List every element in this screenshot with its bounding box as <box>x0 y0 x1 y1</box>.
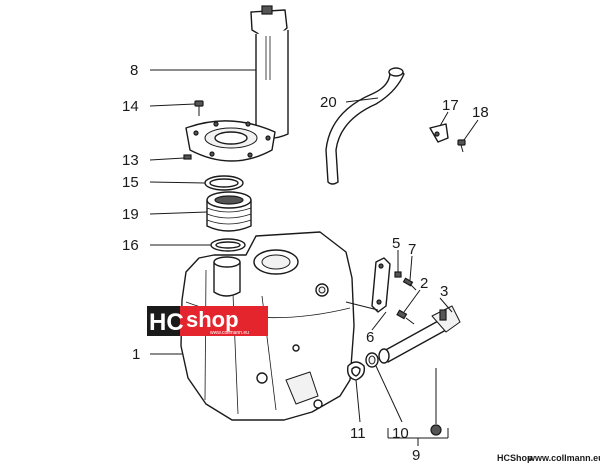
part-3-fuel-tap <box>378 305 461 364</box>
callout-13: 13 <box>122 152 139 169</box>
callout-14: 14 <box>122 98 139 115</box>
part-6-bracket <box>345 257 391 313</box>
callout-10: 10 <box>392 425 409 442</box>
part-flange-ring <box>185 120 276 162</box>
logo-hc-box <box>147 306 180 336</box>
part-18-screw <box>457 139 466 153</box>
callout-2: 2 <box>420 275 428 292</box>
callout-15: 15 <box>122 174 139 191</box>
callout-20: 20 <box>320 94 337 111</box>
logo-sub-text: www.collmann.eu <box>210 330 249 336</box>
footer-brand: HCShop www.collmann.eu <box>497 453 600 463</box>
part-16-clamp <box>210 238 246 252</box>
part-20-breather-hose <box>325 67 405 185</box>
part-9-filter <box>430 424 442 436</box>
part-13-nut <box>183 154 192 160</box>
part-2-screw <box>396 309 415 325</box>
logo-shop-box <box>180 306 268 336</box>
footer-url: www.collmann.eu <box>527 453 600 463</box>
callout-3: 3 <box>440 283 448 300</box>
callout-1: 1 <box>132 346 140 363</box>
part-5-screw <box>394 271 402 278</box>
part-14-screw <box>194 100 204 116</box>
callout-18: 18 <box>472 104 489 121</box>
part-19-filler-hose <box>206 191 252 232</box>
part-11-clip <box>346 361 366 381</box>
callout-6: 6 <box>366 329 374 346</box>
part-7-washer <box>402 277 417 291</box>
callout-5: 5 <box>392 235 400 252</box>
hcshop-logo: HC shop www.collmann.eu <box>147 306 268 336</box>
leader-lines <box>149 69 479 446</box>
footer-brand-name: HCShop <box>497 453 533 463</box>
callout-8: 8 <box>130 62 138 79</box>
callout-7: 7 <box>408 241 416 258</box>
part-8-fuel-sender <box>250 5 289 139</box>
part-17-bracket <box>429 123 449 143</box>
part-10-o-ring <box>365 352 379 368</box>
callout-17: 17 <box>442 97 459 114</box>
logo-shop-text: shop <box>186 307 239 332</box>
callout-19: 19 <box>122 206 139 223</box>
callout-labels: 8 14 13 15 19 16 1 20 17 18 5 7 2 3 6 11… <box>122 62 489 464</box>
callout-11: 11 <box>350 425 366 442</box>
logo-hc-text: HC <box>149 309 184 336</box>
callout-9: 9 <box>412 447 420 464</box>
part-15-clamp <box>204 175 244 191</box>
callout-16: 16 <box>122 237 139 254</box>
